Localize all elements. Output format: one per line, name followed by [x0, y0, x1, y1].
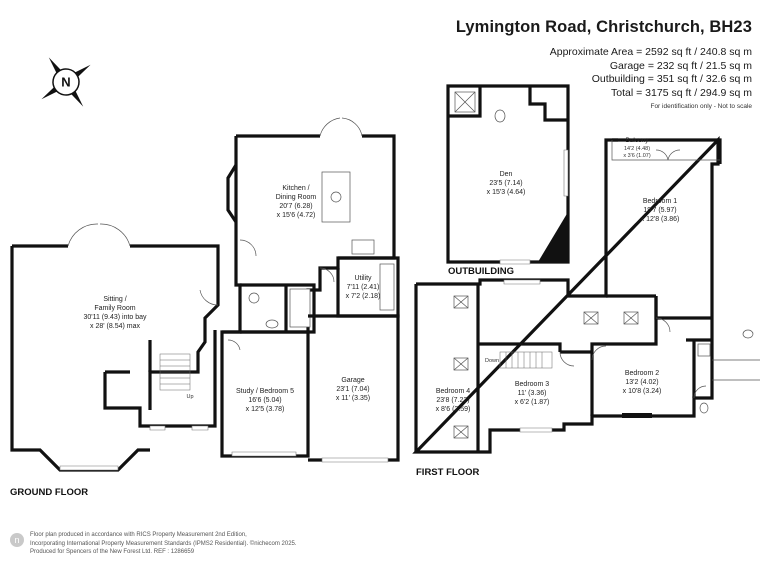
nichecom-logo-icon: n — [10, 533, 24, 547]
bedroom3-dim-2: x 6'2 (1.87) — [515, 399, 550, 406]
bedroom1-name: Bedroom 1 — [643, 198, 677, 205]
den-dim-2: x 15'3 (4.64) — [487, 189, 526, 196]
header: Lymington Road, Christchurch, BH23 Appro… — [456, 18, 752, 110]
area-outbuilding: Outbuilding = 351 sq ft / 32.6 sq m — [591, 73, 752, 85]
footer-line-3: Produced for Spencers of the New Forest … — [30, 549, 195, 555]
outbuilding-label: OUTBUILDING — [448, 266, 514, 277]
bedroom2-dim-2: x 10'8 (3.24) — [623, 388, 662, 395]
property-title: Lymington Road, Christchurch, BH23 — [455, 18, 752, 36]
study-dim-1: 16'6 (5.04) — [248, 397, 281, 404]
bedroom2-name: Bedroom 2 — [625, 370, 659, 377]
kitchen-name: Kitchen / — [282, 185, 309, 192]
garage-name: Garage — [341, 377, 364, 384]
kitchen-dim-1: 20'7 (6.28) — [279, 203, 312, 210]
compass-icon: N — [41, 57, 91, 107]
footer-line-2: Incorporating International Property Mea… — [30, 540, 297, 547]
first-floor-label: FIRST FLOOR — [416, 467, 479, 478]
bedroom3-dim-1: 11' (3.36) — [518, 390, 547, 397]
area-approximate: Approximate Area = 2592 sq ft / 240.8 sq… — [549, 46, 752, 58]
bedroom4-dim-2: x 8'6 (2.59) — [436, 406, 471, 413]
kitchen-dim-2: x 15'6 (4.72) — [277, 212, 316, 219]
stairs-up-label: Up — [186, 394, 193, 400]
balcony-dim-1: 14'2 (4.48) — [624, 146, 650, 152]
bedroom1-dim-1: 19'7 (5.97) — [643, 207, 676, 214]
utility-dim-1: 7'11 (2.41) — [347, 284, 380, 291]
study-dim-2: x 12'5 (3.78) — [246, 406, 285, 413]
sitting-room-dim-1: 30'11 (9.43) into bay — [83, 314, 147, 321]
bedroom4-name: Bedroom 4 — [436, 388, 470, 395]
stairs-down-label: Down — [485, 358, 499, 364]
kitchen-name-2: Dining Room — [276, 194, 317, 201]
area-total: Total = 3175 sq ft / 294.9 sq m — [611, 86, 752, 99]
garage-dim-1: 23'1 (7.04) — [336, 386, 369, 393]
identification-note: For identification only - Not to scale — [650, 103, 752, 110]
den-dim-1: 23'5 (7.14) — [489, 180, 522, 187]
utility-dim-2: x 7'2 (2.18) — [346, 293, 381, 300]
area-garage: Garage = 232 sq ft / 21.5 sq m — [609, 59, 752, 72]
compass-north-label: N — [61, 75, 70, 90]
outbuilding-plan — [446, 84, 570, 265]
utility-name: Utility — [354, 275, 372, 282]
sitting-room-name: Sitting / — [103, 296, 126, 303]
study-name: Study / Bedroom 5 — [236, 388, 294, 395]
den-name: Den — [500, 171, 513, 178]
bedroom4-dim-1: 23'8 (7.22) — [436, 397, 469, 404]
first-floor-plan — [412, 136, 760, 454]
sitting-room-dim-2: x 28' (8.54) max — [90, 323, 140, 330]
balcony-dim-2: x 3'6 (1.07) — [623, 153, 651, 159]
bedroom3-name: Bedroom 3 — [515, 381, 549, 388]
footer: Floor plan produced in accordance with R… — [30, 531, 297, 557]
bedroom1-dim-2: x 12'8 (3.86) — [641, 216, 680, 223]
ground-floor-label: GROUND FLOOR — [10, 487, 88, 498]
garage-dim-2: x 11' (3.35) — [336, 395, 370, 402]
balcony-name: Balcony — [625, 137, 649, 144]
bedroom2-dim-1: 13'2 (4.02) — [625, 379, 658, 386]
sitting-room-name-2: Family Room — [94, 305, 135, 312]
ground-floor-plan — [10, 117, 400, 472]
footer-line-1: Floor plan produced in accordance with R… — [30, 532, 247, 538]
